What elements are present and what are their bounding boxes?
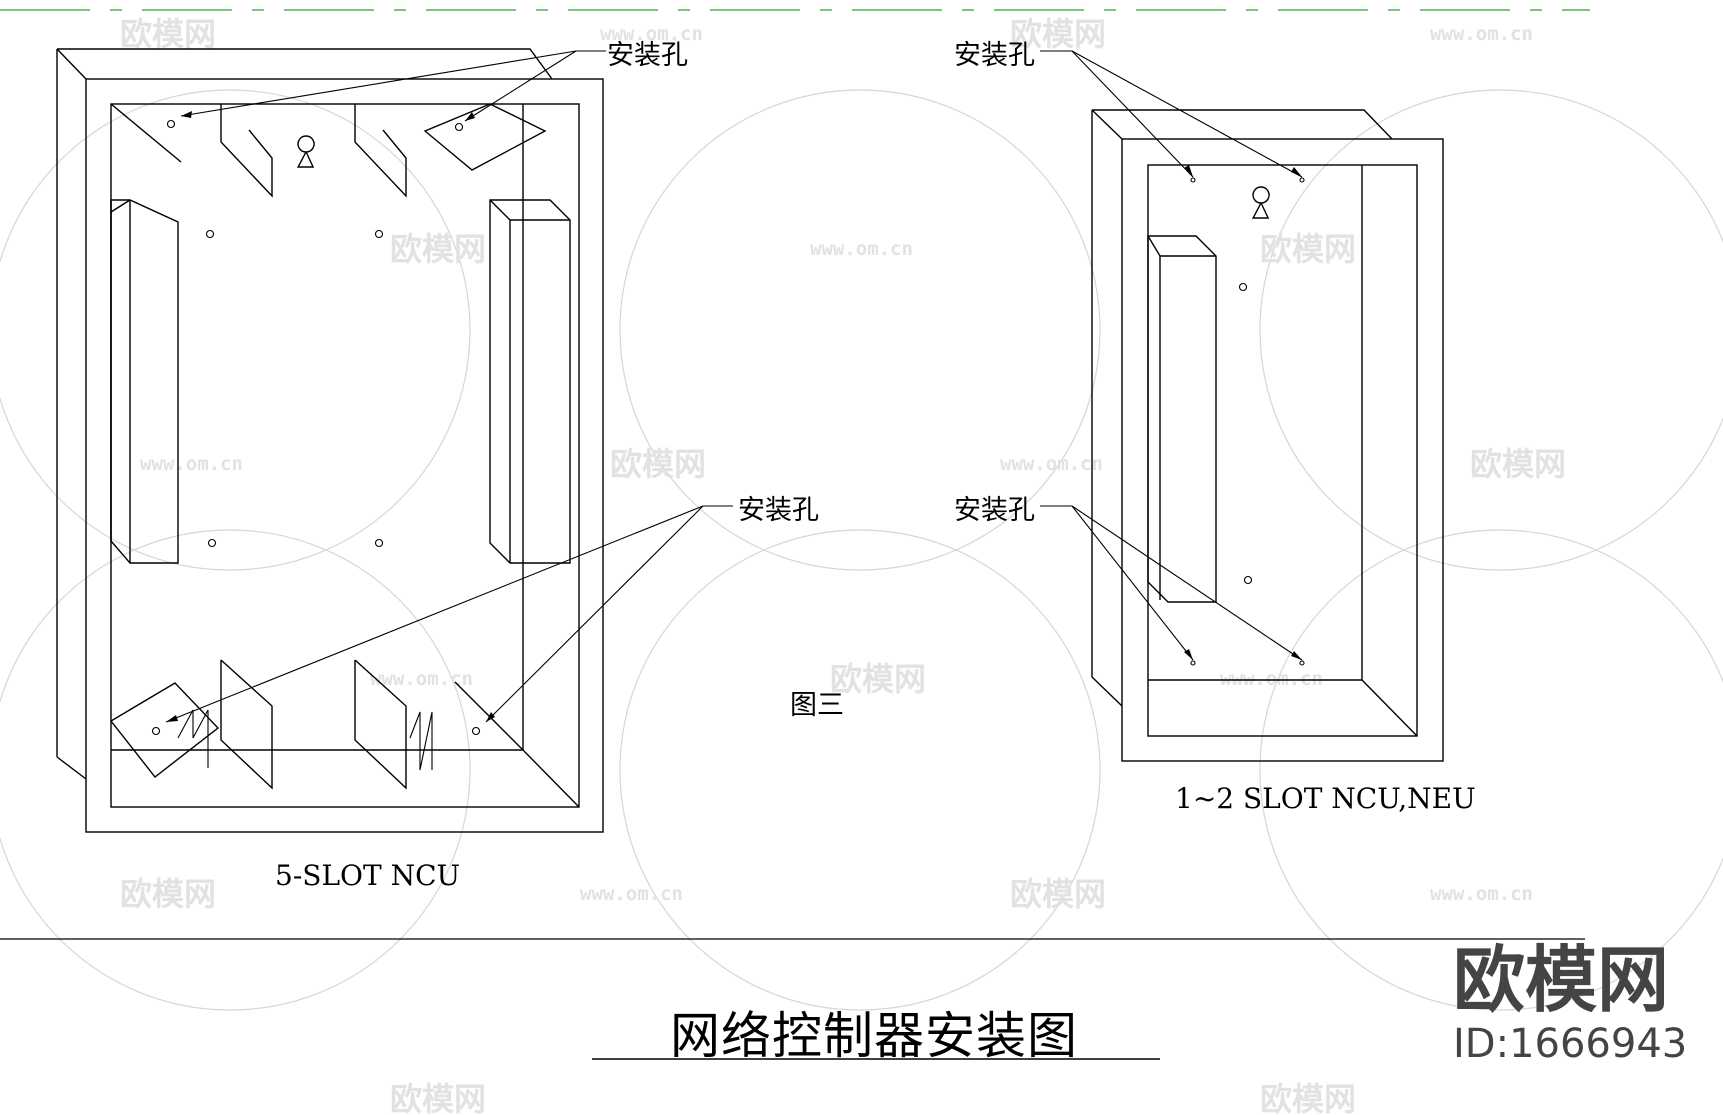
mounting-hole	[1299, 660, 1305, 666]
right-enclosure: 安装孔 安装孔 1~2 SLOT NCU,NEU	[954, 40, 1476, 815]
mounting-hole	[1299, 177, 1305, 183]
mounting-hole	[454, 122, 464, 132]
watermark-url: www.om.cn	[1430, 883, 1533, 905]
mounting-hole	[1238, 282, 1248, 292]
mounting-hole	[374, 538, 384, 548]
mounting-hole	[374, 229, 384, 239]
callout-mounting-hole-top: 安装孔	[607, 40, 688, 71]
left-unit-caption: 5-SLOT NCU	[275, 859, 460, 892]
drawing-title: 网络控制器安装图	[670, 1007, 1078, 1065]
mounting-hole	[151, 726, 161, 736]
right-unit-caption: 1~2 SLOT NCU,NEU	[1175, 782, 1476, 815]
keyhole-icon	[296, 135, 315, 168]
watermark-brand: 欧模网	[1260, 1080, 1356, 1115]
watermark-brand: 欧模网	[1470, 445, 1566, 483]
mounting-hole	[471, 726, 481, 736]
watermark-url: www.om.cn	[1220, 668, 1323, 690]
watermark-url: www.om.cn	[810, 238, 913, 260]
mounting-hole	[1243, 575, 1253, 585]
keyhole-icon	[1251, 186, 1270, 219]
callout-mounting-hole-top: 安装孔	[954, 40, 1035, 71]
watermark-brand: 欧模网	[1010, 875, 1106, 913]
mounting-hole	[1190, 177, 1196, 183]
brand-logo: 欧模网	[1453, 938, 1669, 1022]
callout-mounting-hole-bottom: 安装孔	[954, 495, 1035, 526]
watermark-url: www.om.cn	[1000, 453, 1103, 475]
watermark-url: www.om.cn	[370, 668, 473, 690]
callout-mounting-hole-bottom: 安装孔	[738, 495, 819, 526]
brand-id: ID:1666943	[1453, 1021, 1687, 1067]
watermark-brand: 欧模网	[1010, 15, 1106, 53]
figure-label: 图三	[790, 690, 844, 721]
watermark-brand: 欧模网	[120, 875, 216, 913]
watermark-url: www.om.cn	[600, 23, 703, 45]
mounting-hole	[207, 538, 217, 548]
watermark-url: www.om.cn	[1430, 23, 1533, 45]
mounting-hole	[166, 119, 176, 129]
mounting-hole	[1190, 660, 1196, 666]
watermark-url: www.om.cn	[580, 883, 683, 905]
watermark-brand: 欧模网	[830, 660, 926, 698]
watermark-brand: 欧模网	[390, 230, 486, 268]
watermark-layer: 欧模网 欧模网 欧模网 欧模网 欧模网 欧模网 欧模网 欧模网 欧模网 欧模网 …	[0, 15, 1723, 1115]
watermark-url: www.om.cn	[140, 453, 243, 475]
watermark-brand: 欧模网	[390, 1080, 486, 1115]
watermark-brand: 欧模网	[610, 445, 706, 483]
watermark-brand: 欧模网	[120, 15, 216, 53]
mounting-hole	[205, 229, 215, 239]
watermark-brand: 欧模网	[1260, 230, 1356, 268]
left-enclosure: 安装孔 安装孔 5-SLOT NCU	[56, 40, 819, 892]
